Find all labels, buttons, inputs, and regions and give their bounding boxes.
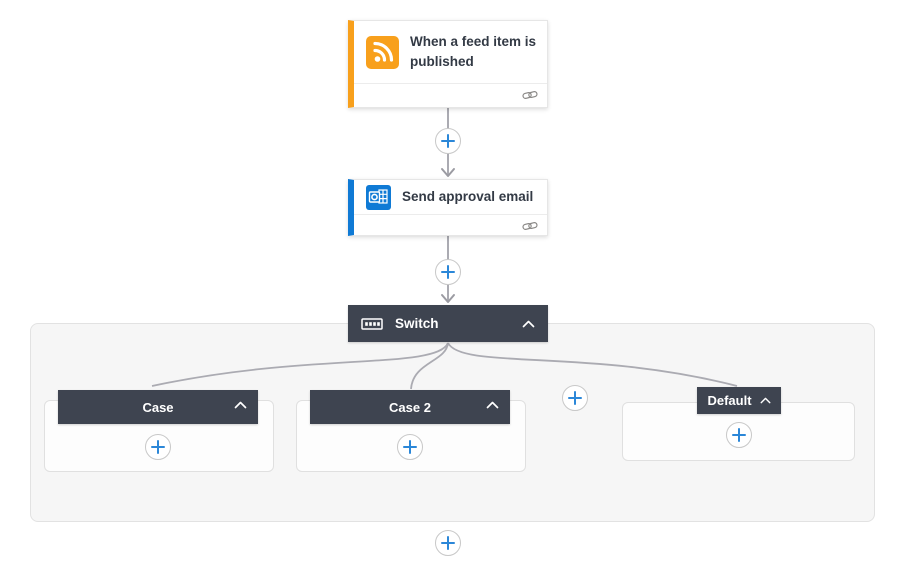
chevron-up-icon[interactable]: [486, 401, 499, 409]
action-card[interactable]: Send approval email: [348, 179, 548, 236]
arrowhead-switch: [441, 294, 455, 303]
default-label: Default: [707, 393, 752, 408]
case1-add-action-button[interactable]: [145, 434, 171, 460]
plus-icon: [151, 440, 165, 454]
case1-header[interactable]: Case: [58, 390, 258, 424]
action-card-footer: [354, 214, 547, 237]
default-add-action-button[interactable]: [726, 422, 752, 448]
plus-icon: [403, 440, 417, 454]
trigger-title: When a feed item is published: [410, 34, 537, 69]
default-header[interactable]: Default: [697, 387, 781, 414]
insert-step-button-1[interactable]: [435, 128, 461, 154]
switch-control-icon: [361, 317, 383, 330]
plus-icon: [568, 391, 582, 405]
outlook-icon: [366, 184, 391, 210]
plus-icon: [441, 265, 455, 279]
chevron-up-icon[interactable]: [522, 320, 535, 328]
case2-label: Case 2: [389, 399, 431, 415]
trigger-card[interactable]: When a feed item is published: [348, 20, 548, 108]
trigger-card-main: When a feed item is published: [354, 21, 547, 83]
insert-step-button-2[interactable]: [435, 259, 461, 285]
add-case-button[interactable]: [562, 385, 588, 411]
chevron-up-icon[interactable]: [760, 397, 771, 404]
arrowhead-action: [441, 168, 455, 177]
trigger-card-footer: [354, 83, 547, 106]
switch-label: Switch: [395, 316, 439, 331]
case2-header[interactable]: Case 2: [310, 390, 510, 424]
case1-label: Case: [142, 399, 174, 415]
case2-add-action-button[interactable]: [397, 434, 423, 460]
plus-icon: [441, 536, 455, 550]
action-title: Send approval email: [402, 189, 534, 205]
chevron-up-icon[interactable]: [234, 401, 247, 409]
switch-header[interactable]: Switch: [348, 305, 548, 342]
plus-icon: [441, 134, 455, 148]
connection-link-icon[interactable]: [522, 220, 538, 232]
connection-link-icon[interactable]: [522, 89, 538, 101]
action-card-main: Send approval email: [354, 180, 547, 214]
plus-icon: [732, 428, 746, 442]
rss-icon: [366, 35, 399, 69]
new-step-button[interactable]: [435, 530, 461, 556]
